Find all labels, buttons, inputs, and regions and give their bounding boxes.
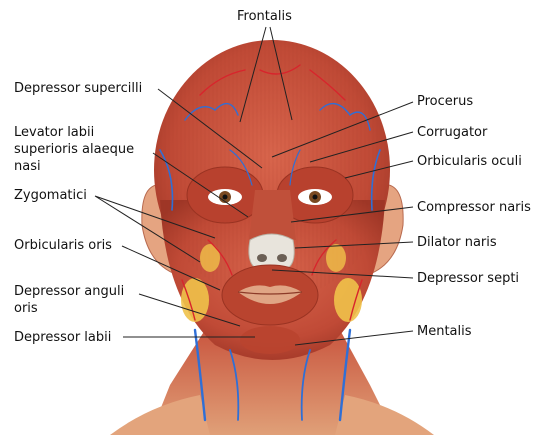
label-mentalis: Mentalis — [417, 324, 472, 340]
label-compressor-naris: Compressor naris — [417, 200, 531, 216]
label-frontalis: Frontalis — [237, 9, 292, 25]
shoulder-left — [110, 395, 210, 435]
nose-muscle — [249, 190, 296, 240]
label-dilator-naris: Dilator naris — [417, 235, 497, 251]
shoulder-right — [335, 395, 434, 435]
label-procerus: Procerus — [417, 94, 473, 110]
label-levator-labii-line3: nasi — [14, 159, 41, 175]
chin-muscle — [240, 326, 300, 354]
fat-pad-right — [334, 278, 362, 322]
label-depressor-supercilli: Depressor supercilli — [14, 81, 142, 97]
label-levator-labii-line1: Levator labii — [14, 125, 94, 141]
label-orbicularis-oculi: Orbicularis oculi — [417, 154, 522, 170]
fat-pad-left — [181, 278, 209, 322]
label-depressor-anguli-line2: oris — [14, 301, 38, 317]
label-zygomatici: Zygomatici — [14, 188, 87, 204]
label-orbicularis-oris: Orbicularis oris — [14, 238, 112, 254]
label-depressor-septi: Depressor septi — [417, 271, 519, 287]
label-depressor-anguli-line1: Depressor anguli — [14, 284, 124, 300]
label-depressor-labii: Depressor labii — [14, 330, 111, 346]
label-corrugator: Corrugator — [417, 125, 487, 141]
label-levator-labii-line2: superioris alaeque — [14, 142, 134, 158]
